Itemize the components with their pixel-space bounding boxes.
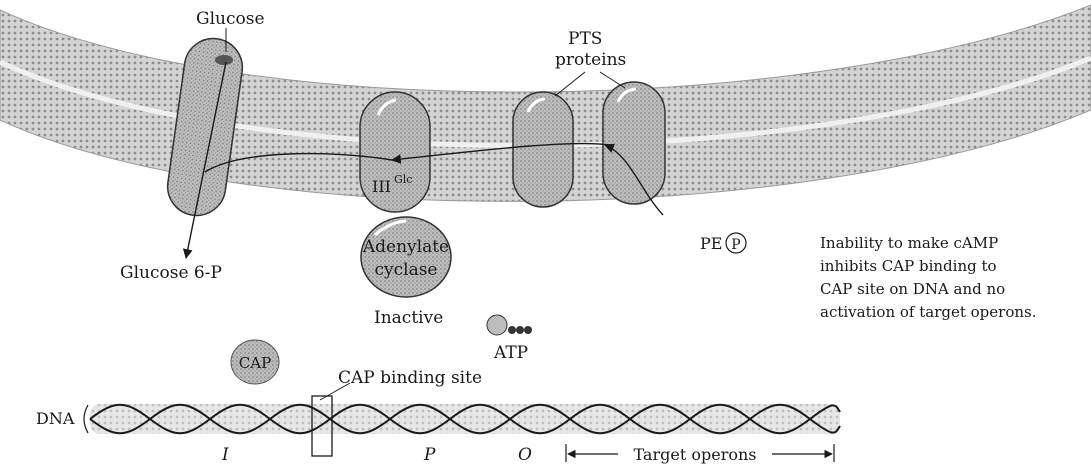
pts-label-line1: PTS bbox=[568, 29, 602, 49]
note-line: activation of target operons. bbox=[820, 303, 1036, 321]
pts-protein-2 bbox=[603, 82, 665, 204]
note-line: CAP site on DNA and no bbox=[820, 280, 1005, 298]
iii-label: III bbox=[372, 177, 391, 196]
adenylate-cyclase bbox=[361, 217, 451, 297]
pts-label-line2: proteins bbox=[555, 50, 626, 70]
dna-double-helix bbox=[84, 404, 840, 434]
promoter-label: P bbox=[423, 445, 436, 465]
phosphate-p-label: P bbox=[731, 237, 740, 253]
glucose-label: Glucose bbox=[196, 9, 265, 29]
glucose-6p-label: Glucose 6-P bbox=[120, 263, 222, 283]
pe-label: PE bbox=[700, 234, 722, 253]
operator-label: O bbox=[518, 445, 532, 465]
glucose-molecule-icon bbox=[215, 55, 233, 65]
target-operons-label: Target operons bbox=[634, 445, 757, 464]
i-gene-label: I bbox=[221, 445, 229, 465]
atp-label: ATP bbox=[493, 343, 528, 363]
cyclase-label: cyclase bbox=[374, 260, 437, 280]
glc-superscript: Glc bbox=[394, 173, 412, 186]
adenylate-label: Adenylate bbox=[362, 237, 449, 257]
inactive-label: Inactive bbox=[374, 308, 443, 328]
explanatory-note: Inability to make cAMP inhibits CAP bind… bbox=[820, 234, 1036, 321]
atp-molecule-icon bbox=[487, 315, 532, 335]
dna-label: DNA bbox=[36, 409, 75, 428]
cap-binding-site-label: CAP binding site bbox=[338, 368, 482, 388]
note-line: Inability to make cAMP bbox=[820, 234, 998, 252]
iii-glc-protein bbox=[360, 92, 430, 212]
note-line: inhibits CAP binding to bbox=[820, 257, 997, 275]
cap-label: CAP bbox=[239, 354, 271, 372]
pts-protein-1 bbox=[513, 92, 573, 207]
pts-leader-line bbox=[600, 72, 625, 88]
